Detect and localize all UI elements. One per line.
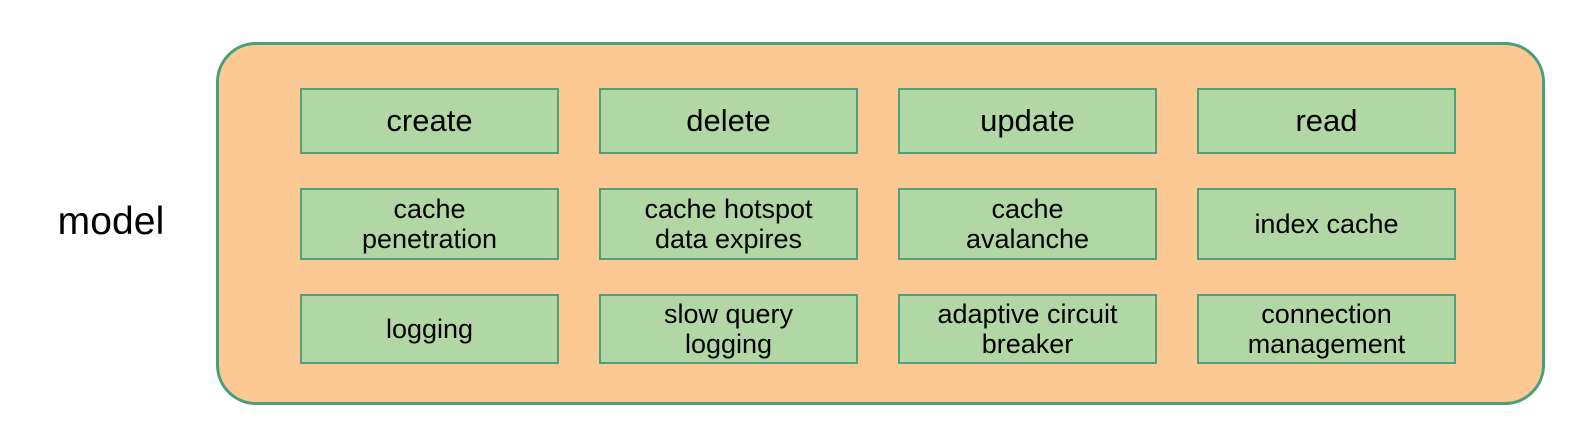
capability-box-label: update	[980, 102, 1075, 138]
capability-row-crud-operations: create delete update read	[300, 88, 1457, 154]
capability-box-label: delete	[686, 102, 771, 138]
capability-box-label: connection management	[1247, 298, 1406, 359]
capability-box-create[interactable]: create	[300, 88, 559, 154]
capability-box-slow-query-logging[interactable]: slow query logging	[599, 294, 858, 364]
capability-box-logging[interactable]: logging	[300, 294, 559, 364]
capability-box-cache-avalanche[interactable]: cache avalanche	[898, 188, 1157, 260]
capability-box-connection-management[interactable]: connection management	[1197, 294, 1456, 364]
capability-box-label: logging	[385, 313, 474, 344]
capability-box-cache-hotspot-data-expires[interactable]: cache hotspot data expires	[599, 188, 858, 260]
capability-grid: create delete update read cache penetrat…	[300, 88, 1457, 364]
capability-box-label: cache avalanche	[965, 193, 1090, 254]
capability-box-label: cache hotspot data expires	[644, 193, 813, 254]
capability-box-label: read	[1295, 102, 1358, 138]
capability-box-label: create	[386, 102, 473, 138]
capability-box-cache-penetration[interactable]: cache penetration	[300, 188, 559, 260]
capability-box-label: index cache	[1254, 208, 1399, 239]
capability-box-label: cache penetration	[361, 193, 498, 254]
capability-box-label: adaptive circuit breaker	[937, 298, 1118, 359]
capability-box-delete[interactable]: delete	[599, 88, 858, 154]
capability-box-adaptive-circuit-breaker[interactable]: adaptive circuit breaker	[898, 294, 1157, 364]
model-group-label: model	[57, 200, 165, 243]
model-container: create delete update read cache penetrat…	[216, 42, 1545, 405]
capability-row-cache-concerns: cache penetration cache hotspot data exp…	[300, 188, 1457, 260]
capability-box-update[interactable]: update	[898, 88, 1157, 154]
capability-row-operational-concerns: logging slow query logging adaptive circ…	[300, 294, 1457, 364]
capability-box-index-cache[interactable]: index cache	[1197, 188, 1456, 260]
capability-box-read[interactable]: read	[1197, 88, 1456, 154]
capability-box-label: slow query logging	[663, 298, 794, 359]
